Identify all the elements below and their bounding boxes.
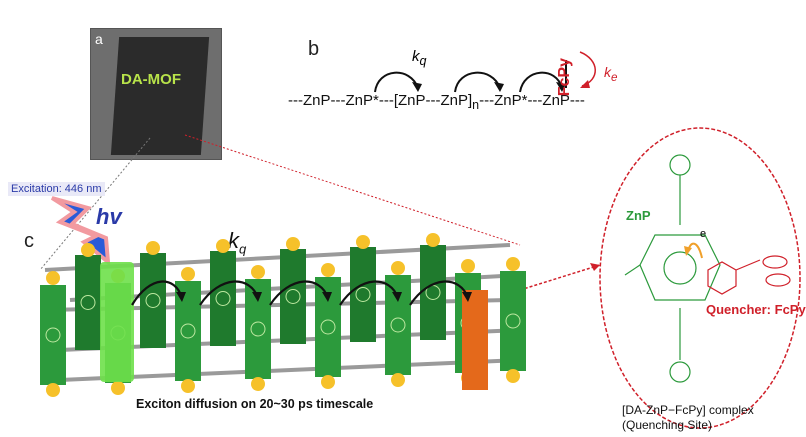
scheme-sub: n (472, 98, 480, 112)
porphyrin-column (140, 253, 166, 348)
metal-node (321, 375, 335, 389)
metal-node (506, 257, 520, 271)
metal-node (181, 267, 195, 281)
porphyrin-ring (425, 285, 441, 300)
porphyrin-column (75, 255, 101, 350)
porphyrin-ring (250, 321, 266, 337)
panel-b-letter: b (308, 38, 320, 60)
panel-c-letter: c (24, 230, 34, 252)
kq-label-b: kq (412, 48, 426, 68)
porphyrin-ring (80, 295, 96, 310)
quencher-prefix: Quencher: (706, 302, 775, 317)
hv-label: hv (96, 204, 122, 229)
porphyrin-ring (355, 287, 371, 302)
ke-sub: e (611, 70, 618, 84)
metal-node (391, 261, 405, 275)
porphyrin-column (175, 281, 201, 381)
ke-label: ke (604, 64, 617, 84)
metal-node (181, 379, 195, 393)
metal-node (251, 377, 265, 391)
metal-node (81, 243, 95, 257)
porphyrin-ring (45, 327, 61, 343)
quencher-name: FcPy (774, 302, 806, 317)
znp-label: ZnP (626, 208, 651, 223)
porphyrin-ring (390, 317, 406, 333)
metal-node (391, 373, 405, 387)
porphyrin-column (210, 251, 236, 346)
porphyrin-ring (505, 313, 521, 329)
metal-node (321, 263, 335, 277)
porphyrin-column (350, 247, 376, 342)
metal-node (216, 239, 230, 253)
metal-node (356, 235, 370, 249)
porphyrin-column (280, 249, 306, 344)
porphyrin-column (40, 285, 66, 385)
kq-b: k (412, 48, 420, 65)
lightning-bolt-icon (50, 196, 111, 267)
kq-label-c: kq (228, 228, 246, 256)
metal-node (111, 381, 125, 395)
metal-node (46, 383, 60, 397)
porphyrin-ring (285, 289, 301, 304)
micrograph-image: a DA-MOF (90, 28, 222, 160)
transfer-scheme: ---ZnP---ZnP*---[ZnP---ZnP]n---ZnP*---Zn… (288, 92, 585, 112)
metal-node (46, 271, 60, 285)
scheme-text: ---ZnP---ZnP*---[ZnP---ZnP] (288, 92, 473, 109)
porphyrin-column (420, 245, 446, 340)
porphyrin-column (500, 271, 526, 371)
metal-node (146, 241, 160, 255)
panel-a-letter: a (95, 31, 103, 47)
metal-node (426, 233, 440, 247)
ke: k (604, 64, 611, 80)
metal-node (461, 259, 475, 273)
metal-node (251, 265, 265, 279)
kq-c: k (228, 228, 239, 253)
da-mof-label: DA-MOF (121, 71, 181, 88)
kq-c-sub: q (239, 241, 247, 257)
complex-caption: [DA-ZnP−FcPy] complex (Quenching Site) (622, 403, 754, 433)
complex-caption-line2: (Quenching Site) (622, 418, 713, 432)
porphyrin-ring (320, 319, 336, 335)
kq-b-sub: q (419, 54, 427, 68)
quencher-label: Quencher: FcPy (706, 302, 806, 317)
electron-label: e (700, 228, 707, 240)
porphyrin-ring (180, 323, 196, 339)
metal-node (286, 237, 300, 251)
porphyrin-ring (215, 291, 231, 306)
complex-caption-line1: [DA-ZnP−FcPy] complex (622, 403, 754, 417)
diffusion-caption: Exciton diffusion on 20~30 ps timescale (136, 397, 374, 411)
porphyrin-column (385, 275, 411, 375)
excitation-label: Excitation: 446 nm (8, 182, 105, 196)
porphyrin-ring (145, 293, 161, 308)
metal-node (506, 369, 520, 383)
scheme-tail: ---ZnP*---ZnP--- (479, 92, 585, 109)
